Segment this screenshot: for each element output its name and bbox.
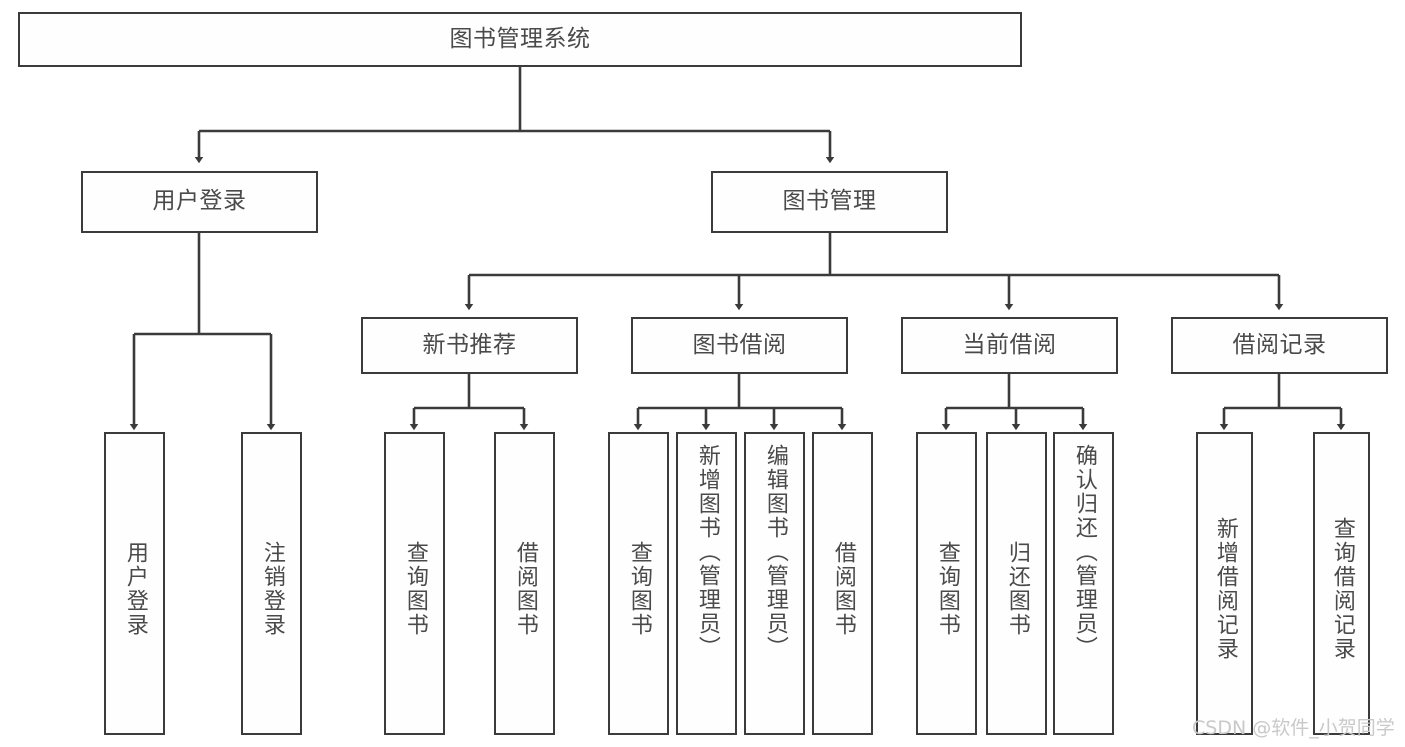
node-label: 归还图书 <box>1004 540 1030 637</box>
node-label: 用户登录 <box>122 540 148 637</box>
node-current-borrow[interactable]: 当前借阅 <box>901 317 1118 374</box>
node-label: 查询图书 <box>402 540 428 637</box>
leaf-query-book-recommend[interactable]: 查询图书 <box>384 432 445 735</box>
node-label: 图书管理系统 <box>449 25 591 52</box>
leaf-confirm-return-admin[interactable]: 确认归还（管理员） <box>1053 432 1114 735</box>
leaf-query-book-borrow[interactable]: 查询图书 <box>608 432 669 735</box>
node-book-management[interactable]: 图书管理 <box>711 171 948 233</box>
leaf-query-book-current[interactable]: 查询图书 <box>916 432 977 735</box>
node-label: 查询借阅记录 <box>1329 516 1355 661</box>
node-borrow-records[interactable]: 借阅记录 <box>1171 317 1388 374</box>
node-label: 查询图书 <box>626 540 652 637</box>
leaf-return-book[interactable]: 归还图书 <box>986 432 1047 735</box>
leaf-logout-login[interactable]: 注销登录 <box>241 432 302 735</box>
node-label: 编辑图书（管理员） <box>762 444 788 660</box>
node-label: 确认归还（管理员） <box>1071 444 1097 660</box>
leaf-borrow-book-recommend[interactable]: 借阅图书 <box>494 432 555 735</box>
leaf-add-borrow-record[interactable]: 新增借阅记录 <box>1196 432 1253 735</box>
leaf-borrow-book[interactable]: 借阅图书 <box>812 432 873 735</box>
node-label: 借阅图书 <box>830 540 856 637</box>
node-label: 注销登录 <box>259 540 285 637</box>
node-label: 借阅图书 <box>512 540 538 637</box>
node-label: 借阅记录 <box>1232 331 1327 358</box>
node-book-borrow[interactable]: 图书借阅 <box>631 317 848 374</box>
node-user-login[interactable]: 用户登录 <box>81 171 318 233</box>
node-label: 新书推荐 <box>422 331 517 358</box>
node-new-book-recommend[interactable]: 新书推荐 <box>361 317 578 374</box>
node-label: 图书借阅 <box>692 331 787 358</box>
node-root-system[interactable]: 图书管理系统 <box>18 12 1022 67</box>
node-label: 用户登录 <box>152 188 247 215</box>
leaf-user-login[interactable]: 用户登录 <box>104 432 165 735</box>
node-label: 图书管理 <box>782 188 877 215</box>
leaf-add-book-admin[interactable]: 新增图书（管理员） <box>676 432 737 735</box>
csdn-watermark: CSDN @软件_小贺同学 <box>1192 717 1395 739</box>
node-label: 查询图书 <box>934 540 960 637</box>
leaf-edit-book-admin[interactable]: 编辑图书（管理员） <box>744 432 805 735</box>
leaf-query-borrow-record[interactable]: 查询借阅记录 <box>1313 432 1370 735</box>
node-label: 当前借阅 <box>962 331 1057 358</box>
node-label: 新增图书（管理员） <box>694 444 720 660</box>
node-label: 新增借阅记录 <box>1212 516 1238 661</box>
